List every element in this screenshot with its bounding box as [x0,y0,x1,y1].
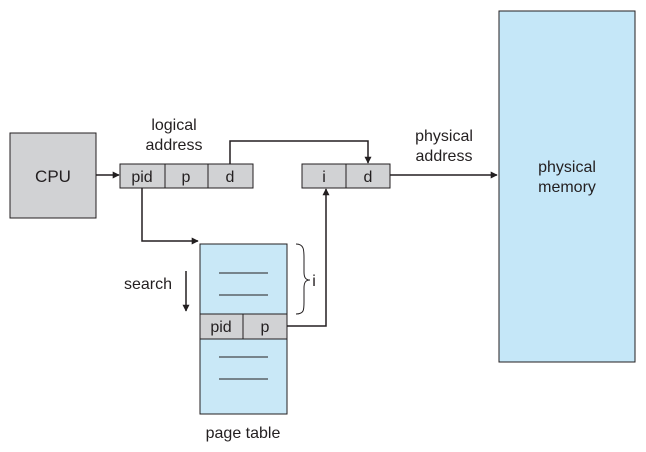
logical-address-label-line1: logical [151,117,196,134]
page-table: pid p page table [199,243,288,442]
index-brace [295,243,311,315]
physical-memory-label-line2: memory [538,179,596,196]
index-to-physical-arrow [287,188,330,327]
logical-p-field: p [182,169,191,186]
logical-address-label-line2: address [146,137,203,154]
search-label: search [124,276,172,293]
physical-memory-label-line1: physical [538,159,596,176]
entry-p-field: p [261,319,270,336]
physical-address-label-line2: address [416,148,473,165]
logical-d-field: d [226,169,235,186]
pid-to-page-table-arrow [141,188,199,245]
physical-memory-box: physical memory [498,10,636,363]
index-label: i [312,273,316,290]
logical-pid-field: pid [131,169,152,186]
entry-pid-field: pid [210,319,231,336]
offset-copy-arrow [229,140,372,164]
physical-address-register: physical address i d [301,128,473,189]
cpu-label: CPU [35,167,71,186]
page-table-matching-entry: pid p [199,313,288,340]
cpu-box: CPU [9,132,97,219]
physical-i-field: i [322,169,326,186]
logical-address-register: logical address pid p d [119,117,254,189]
physical-address-label-line1: physical [415,128,473,145]
physical-d-field: d [364,169,373,186]
page-table-label: page table [206,425,281,442]
